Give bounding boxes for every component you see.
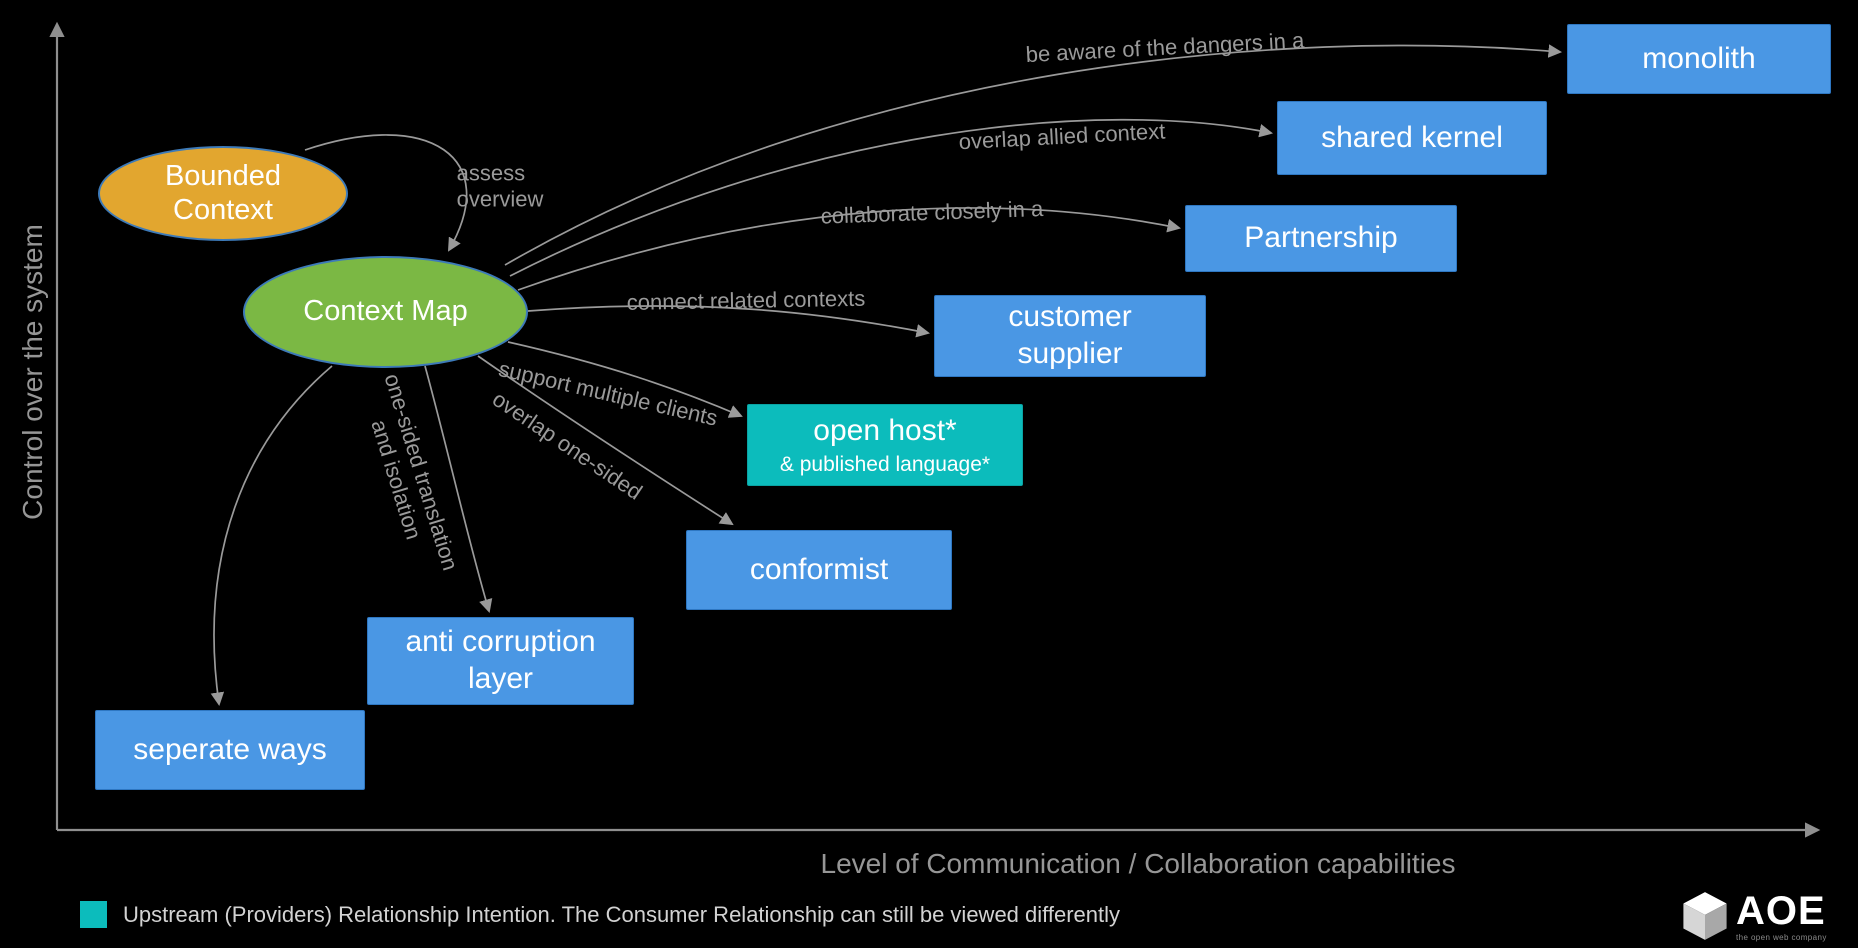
box-anti-corruption-layer-label: anti corruption layer xyxy=(405,625,596,695)
x-axis-label: Level of Communication / Collaboration c… xyxy=(820,848,1456,879)
box-customer-supplier: customer supplier xyxy=(934,295,1206,377)
arrow-to-shared-kernel xyxy=(509,118,1273,277)
bounded-context-label: Bounded Context xyxy=(164,160,282,226)
arrow-to-customer-supplier xyxy=(527,305,931,338)
box-customer-supplier-label: customer supplier xyxy=(1008,300,1132,370)
edge-label-assess-overview: assess overview xyxy=(456,160,544,212)
context-map-ellipse: Context Map xyxy=(243,256,528,368)
box-conformist-label: conformist xyxy=(749,552,889,586)
arrow-to-seperate-ways xyxy=(210,365,333,707)
box-open-host-sublabel: & published language* xyxy=(779,452,991,476)
box-shared-kernel: shared kernel xyxy=(1277,101,1547,175)
box-open-host: open host* & published language* xyxy=(747,404,1023,486)
box-partnership: Partnership xyxy=(1185,205,1457,272)
box-monolith-label: monolith xyxy=(1642,41,1756,75)
box-seperate-ways: seperate ways xyxy=(95,710,365,790)
arrow-to-open-host xyxy=(507,341,743,418)
aoe-logo-text: AOE xyxy=(1736,889,1826,933)
aoe-logo-tagline: the open web company xyxy=(1736,933,1827,942)
aoe-cube-icon xyxy=(1683,892,1727,940)
aoe-logo: AOE the open web company xyxy=(1682,891,1827,942)
box-partnership-label: Partnership xyxy=(1244,221,1398,255)
context-map-label: Context Map xyxy=(303,295,468,328)
legend-upstream-swatch xyxy=(80,901,107,928)
legend-text: Upstream (Providers) Relationship Intent… xyxy=(123,901,1121,927)
arrow-to-conformist xyxy=(477,355,734,526)
arrow-to-anti-corruption-layer xyxy=(424,365,493,613)
box-conformist: conformist xyxy=(686,530,952,610)
edge-label-customer-supplier: connect related contexts xyxy=(626,285,866,315)
box-monolith: monolith xyxy=(1567,24,1831,94)
y-axis-label: Control over the system xyxy=(17,224,48,520)
legend: Upstream (Providers) Relationship Intent… xyxy=(80,901,1120,928)
box-seperate-ways-label: seperate ways xyxy=(133,732,327,766)
bounded-context-ellipse: Bounded Context xyxy=(98,146,348,241)
arrow-to-monolith xyxy=(504,44,1563,266)
box-open-host-label: open host* xyxy=(813,414,957,448)
box-shared-kernel-label: shared kernel xyxy=(1321,120,1503,154)
arrow-assess-overview xyxy=(304,134,468,252)
arrow-to-partnership xyxy=(517,207,1182,291)
box-anti-corruption-layer: anti corruption layer xyxy=(367,617,634,705)
